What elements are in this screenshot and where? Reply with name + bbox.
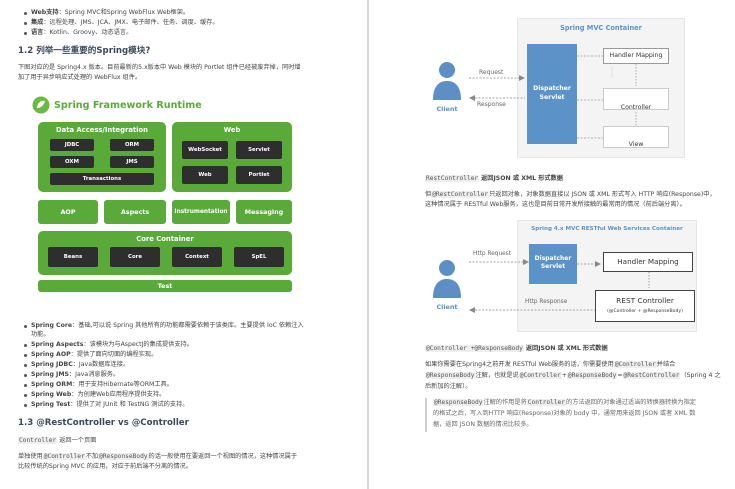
module-item: Spring Web：为创建Web应用程序提供支持。 — [31, 391, 166, 398]
rest-paragraph-line1: 但@RestController只返回对象，对象数据直接以 JSON 或 XML… — [425, 191, 716, 198]
request-label: Request — [479, 69, 504, 76]
runtime-title: Spring Framework Runtime — [54, 100, 202, 111]
rest-controller-label: REST Controller — [616, 296, 674, 305]
web-title: Web — [223, 126, 241, 134]
module-item: Spring Core：基础,可以说 Spring 其他所有的功能都需要依赖于该… — [31, 322, 304, 329]
paragraph-1-3-line1: 单独使用@Controller不加@ResponseBody的话一般使用在要返回… — [18, 453, 298, 460]
module-websocket: WebSocket — [182, 141, 228, 159]
quote-bar — [425, 398, 427, 432]
rest-controller-note: (@Controller + @ResponseBody) — [607, 309, 683, 314]
client-user-icon — [433, 62, 461, 100]
module-item: Spring Aspects：该模块为与AspectJ的集成提供支持。 — [31, 341, 193, 348]
module-orm: ORM — [110, 139, 154, 151]
module-transactions: Transactions — [50, 173, 154, 185]
module-instrumentation: Instrumentation — [172, 200, 230, 224]
module-spel: SpEL — [234, 247, 284, 267]
handler-to-controller — [648, 272, 650, 288]
combo-paragraph-line2: @ResponseBody注解，也就是说@Controller+@Respons… — [425, 372, 721, 379]
rest-subheading: RestController 返回JSON 或 XML 形式数据 — [425, 175, 563, 182]
rest-client-label: Client — [436, 303, 458, 311]
view-box: View — [603, 126, 669, 148]
bullet-integration: 集成：远程处理、JMS、JCA、JMX、电子邮件、任务、调度、缓存。 — [31, 19, 219, 26]
left-page: Web支持：Spring MVC和Spring WebFlux Web框架。 集… — [0, 0, 367, 489]
module-aop: AOP — [38, 200, 98, 224]
quote-line2: 的格式之后，写入到HTTP 响应(Response)对象的 body 中，通常用… — [433, 410, 696, 417]
page-divider — [367, 0, 369, 489]
servlet-label: Servlet — [539, 94, 565, 101]
bullet-language: 语言：Kotlin、Groovy、动态语言。 — [31, 29, 133, 36]
quote-line3: 据，返回 JSON 数据的情况比较多。 — [433, 421, 533, 428]
http-request-label: Http Request — [473, 251, 511, 257]
module-servlet: Servlet — [236, 141, 282, 159]
paragraph-1-2-line2: 加了用于异步响应式处理的 WebFlux 组件。 — [18, 74, 142, 81]
handler-mapping-box: Handler Mapping — [603, 48, 669, 64]
spring-runtime-diagram: Spring Framework Runtime Data Access/Int… — [30, 92, 300, 297]
combo-subheading: @Controller +@ResponseBody 返回JSON 或 XML … — [425, 345, 608, 352]
stack-links — [635, 64, 637, 126]
module-jms: JMS — [110, 156, 154, 168]
module-item: Spring JDBC：Java数据库连接。 — [31, 361, 130, 368]
rest-handler-mapping-box: Handler Mapping — [603, 252, 693, 272]
rest-paragraph-line2: 这种情况属于 RESTful Web服务，这也是目前日常开发所接触的最常用的情况… — [425, 201, 686, 208]
controller-box: Controller — [603, 88, 669, 111]
response-label: Response — [477, 101, 506, 108]
module-beans: Beans — [48, 247, 98, 267]
combo-paragraph-line1: 如果你需要在Spring4之前开发 RESTful Web服务的话，你需要使用@… — [425, 361, 676, 368]
module-item: Spring AOP：提供了面向切面的编程实现。 — [31, 351, 158, 358]
rest-controller-box: REST Controller (@Controller + @Response… — [595, 290, 695, 322]
spring-leaf-icon — [32, 96, 50, 114]
module-item: Spring Test：提供了对 JUnit 和 TestNG 测试的支持。 — [31, 401, 189, 408]
web-group: Web WebSocket Servlet Web Portlet — [172, 122, 292, 192]
module-item: Spring JMS：Java消息服务。 — [31, 371, 120, 378]
paragraph-1-3-line2: 比较传统的Spring MVC 的应用，对应于前后端不分离的情况。 — [18, 463, 192, 470]
request-response-arrows — [469, 75, 525, 101]
module-jdbc: JDBC — [50, 139, 94, 151]
paragraph-1-2-line1: 下图对应的是 Spring4.x 版本。目前最新的5.x版本中 Web 模块的 … — [18, 64, 301, 71]
module-context: Context — [172, 247, 222, 267]
data-access-title: Data Access/Integration — [55, 126, 149, 134]
module-test: Test — [38, 280, 292, 292]
data-access-group: Data Access/Integration JDBC ORM OXM JMS… — [38, 122, 166, 192]
controller-subheading: Controller 返回一个页面 — [18, 437, 97, 444]
rest-diagram: Spring 4.x MVC RESTful Web Services Cont… — [409, 220, 709, 332]
client-label: Client — [436, 105, 458, 113]
module-item: 功能。 — [31, 331, 50, 338]
dispatcher-servlet-block: Dispatcher Servlet — [527, 44, 577, 144]
bullet-web: Web支持：Spring MVC和Spring WebFlux Web框架。 — [31, 9, 190, 16]
module-aspects: Aspects — [104, 200, 166, 224]
core-container-group: Core Container Beans Core Context SpEL — [38, 231, 292, 275]
module-web: Web — [182, 166, 228, 184]
rest-dispatcher-label: Dispatcher — [534, 255, 572, 262]
rest-servlet-label: Servlet — [540, 263, 566, 270]
mvc-diagram: Spring MVC Container Client Request Resp… — [409, 18, 709, 158]
dispatcher-links — [577, 55, 603, 139]
module-portlet: Portlet — [236, 166, 282, 184]
heading-1-2: 1.2 列举一些重要的Spring模块? — [18, 46, 151, 56]
module-core: Core — [110, 247, 160, 267]
core-container-title: Core Container — [136, 235, 194, 243]
dispatcher-to-handler — [577, 261, 601, 267]
dispatcher-label: Dispatcher — [533, 85, 571, 92]
module-item: Spring ORM：用于支持Hibernate等ORM工具。 — [31, 381, 173, 388]
quote-line1: @ResponseBody注解的作用是将Controller的方法返回的对象通过… — [433, 399, 696, 406]
module-messaging: Messaging — [236, 200, 292, 224]
module-oxm: OXM — [50, 156, 94, 168]
rest-client-user-icon — [433, 260, 461, 298]
right-page: Spring MVC Container Client Request Resp… — [369, 0, 735, 489]
heading-1-3: 1.3 @RestController vs @Controller — [18, 418, 189, 428]
rest-container-title: Spring 4.x MVC RESTful Web Services Cont… — [531, 226, 683, 232]
mvc-container-title: Spring MVC Container — [560, 24, 642, 32]
rest-dispatcher-block: Dispatcher Servlet — [529, 244, 577, 284]
combo-paragraph-line3: 后新加的注解）。 — [425, 383, 472, 390]
http-response-label: Http Response — [525, 299, 568, 305]
